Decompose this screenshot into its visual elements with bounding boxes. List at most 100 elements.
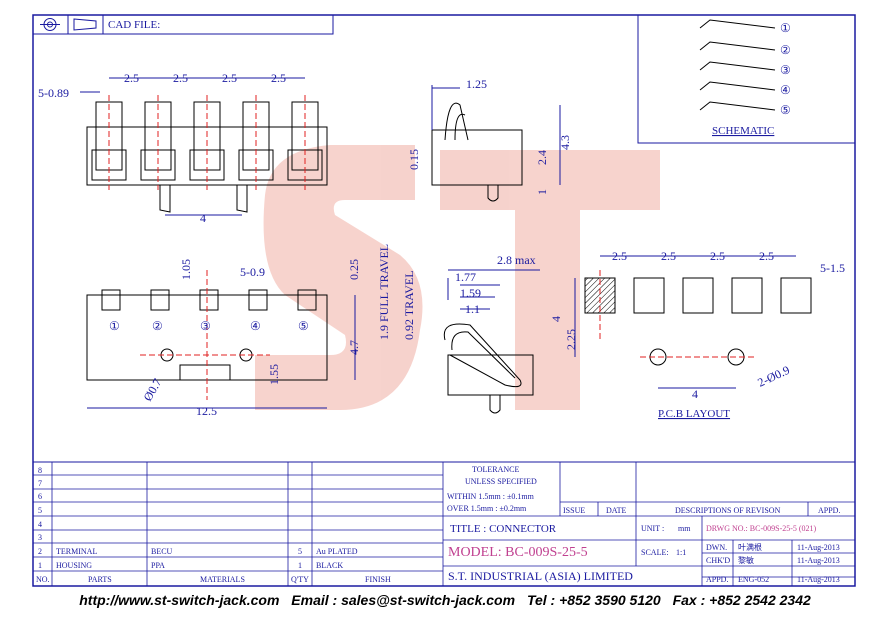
travel-view: 1.9 FULL TRAVEL 0.92 TRAVEL 2.8 max 1.77… [377, 244, 540, 414]
front-pin-1: ① [109, 319, 120, 333]
svg-text:MATERIALS: MATERIALS [200, 575, 245, 584]
pcb-pitch-2: 2.5 [661, 249, 676, 263]
model-label: MODEL: BC-009S-25-5 [448, 545, 588, 560]
front-pin-4: ④ [250, 319, 261, 333]
front-dim-post: 1.55 [267, 364, 281, 385]
top-pitch-4: 2.5 [271, 71, 286, 85]
title-block: 8 7 6 5 4 3 2 TERMINAL BECU 5 Au PLATED … [32, 461, 856, 587]
svg-text:ENG-052: ENG-052 [738, 575, 769, 584]
side-dim-width: 1.25 [466, 77, 487, 91]
travel-label: 0.92 TRAVEL [402, 270, 416, 340]
svg-text:4: 4 [38, 520, 42, 529]
side-view: 1.25 0.15 4.3 2.4 1 [407, 77, 572, 202]
svg-text:1: 1 [38, 561, 42, 570]
svg-text:APPD.: APPD. [818, 506, 840, 515]
svg-text:DWN.: DWN. [706, 543, 727, 552]
schematic-pin-2: ② [780, 43, 791, 57]
svg-text:黎敏: 黎敏 [738, 555, 754, 565]
front-pin-3: ③ [200, 319, 211, 333]
svg-text:1:1: 1:1 [676, 548, 686, 557]
pcb-layout-title: P.C.B LAYOUT [658, 408, 730, 420]
svg-text:APPD.: APPD. [706, 575, 728, 584]
tolerance-over: OVER 1.5mm : ±0.2mm [447, 504, 527, 513]
svg-text:7: 7 [38, 479, 42, 488]
svg-text:2: 2 [38, 547, 42, 556]
front-dim-right-top: 0.25 [347, 259, 361, 280]
schematic-pin-5: ⑤ [780, 103, 791, 117]
svg-text:PARTS: PARTS [88, 575, 112, 584]
fax-text: Fax : +852 2542 2342 [672, 592, 811, 608]
tolerance-title: TOLERANCE [472, 465, 520, 474]
svg-text:CHK'D: CHK'D [706, 556, 730, 565]
pcb-pad-label: 5-1.5 [820, 261, 845, 275]
top-pin-label: 5-0.89 [38, 86, 69, 100]
travel-dim-c: 1.1 [465, 302, 480, 316]
svg-text:DESCRIPTIONS OF REVISON: DESCRIPTIONS OF REVISON [675, 506, 781, 515]
travel-dim-b: 1.59 [460, 286, 481, 300]
schematic-pin-1: ① [780, 21, 791, 35]
company-name: S.T. INDUSTRIAL (ASIA) LIMITED [448, 569, 633, 583]
svg-text:HOUSING: HOUSING [56, 561, 92, 570]
pcb-dim-pad-height: 4 [549, 316, 563, 322]
svg-text:DATE: DATE [606, 506, 627, 515]
front-pin-2: ② [152, 319, 163, 333]
schematic-panel: ① ② ③ ④ ⑤ SCHEMATIC [637, 14, 856, 144]
svg-text:PPA: PPA [151, 561, 165, 570]
svg-text:5: 5 [38, 506, 42, 515]
cone-symbol-icon [73, 18, 97, 31]
svg-text:1: 1 [298, 561, 302, 570]
svg-text:BLACK: BLACK [316, 561, 343, 570]
svg-text:11-Aug-2013: 11-Aug-2013 [797, 575, 840, 584]
svg-text:NO.: NO. [36, 575, 50, 584]
email-text: Email : sales@st-switch-jack.com [291, 592, 516, 608]
pcb-layout: 2.5 2.5 2.5 2.5 5-1.5 4 2.25 4 2-Ø0.9 P.… [549, 249, 845, 420]
tel-text: Tel : +852 3590 5120 [526, 592, 661, 608]
pcb-hole-label: 2-Ø0.9 [755, 363, 791, 390]
pcb-pitch-4: 2.5 [759, 249, 774, 263]
bom-rows: 8 7 6 5 4 3 2 TERMINAL BECU 5 Au PLATED … [36, 466, 391, 584]
side-dim-height: 4.3 [558, 135, 572, 150]
technical-drawing: CAD FILE: ① ② ③ ④ ⑤ SCHEMATIC [32, 14, 856, 587]
front-dim-top: 1.05 [179, 259, 193, 280]
svg-text:mm: mm [678, 524, 691, 533]
travel-full-label: 1.9 FULL TRAVEL [377, 244, 391, 340]
svg-text:6: 6 [38, 492, 42, 501]
svg-text:Q'TY: Q'TY [291, 575, 309, 584]
side-dim-thickness: 0.15 [407, 149, 421, 170]
schematic-pin-4: ④ [780, 83, 791, 97]
front-dim-height: 4.7 [347, 340, 361, 355]
top-post-spacing: 4 [200, 211, 206, 225]
svg-text:11-Aug-2013: 11-Aug-2013 [797, 556, 840, 565]
svg-text:5: 5 [298, 547, 302, 556]
schematic-pin-3: ③ [780, 63, 791, 77]
front-dim-width: 12.5 [196, 404, 217, 418]
tolerance-sub: UNLESS SPECIFIED [465, 477, 537, 486]
contact-footer: http://www.st-switch-jack.com Email : sa… [0, 592, 890, 608]
svg-text:BECU: BECU [151, 547, 173, 556]
pcb-dim-offset: 2.25 [564, 329, 578, 350]
top-pitch-1: 2.5 [124, 71, 139, 85]
front-dim-pins: 5-0.9 [240, 265, 265, 279]
pcb-pitch-1: 2.5 [612, 249, 627, 263]
top-pitch-3: 2.5 [222, 71, 237, 85]
pcb-hole-spacing: 4 [692, 387, 698, 401]
travel-dim-max: 2.8 max [497, 253, 536, 267]
website-link[interactable]: http://www.st-switch-jack.com [79, 592, 280, 608]
svg-text:3: 3 [38, 533, 42, 542]
schematic-contacts [699, 19, 776, 111]
svg-text:SCALE:: SCALE: [641, 548, 669, 557]
cad-file-label: CAD FILE: [108, 19, 160, 31]
svg-text:11-Aug-2013: 11-Aug-2013 [797, 543, 840, 552]
svg-text:叶满根: 叶满根 [738, 542, 762, 552]
pcb-pitch-3: 2.5 [710, 249, 725, 263]
side-dim-mid: 2.4 [535, 150, 549, 165]
drawing-title: TITLE : CONNECTOR [450, 523, 557, 535]
cad-file-header: CAD FILE: [32, 14, 334, 35]
svg-text:Au PLATED: Au PLATED [316, 547, 358, 556]
st-watermark-logo [255, 145, 660, 410]
svg-text:UNIT :: UNIT : [641, 524, 664, 533]
svg-text:ISSUE: ISSUE [563, 506, 585, 515]
side-dim-bottom: 1 [535, 189, 549, 195]
tolerance-within: WITHIN 1.5mm : ±0.1mm [447, 492, 535, 501]
travel-dim-a: 1.77 [455, 270, 476, 284]
